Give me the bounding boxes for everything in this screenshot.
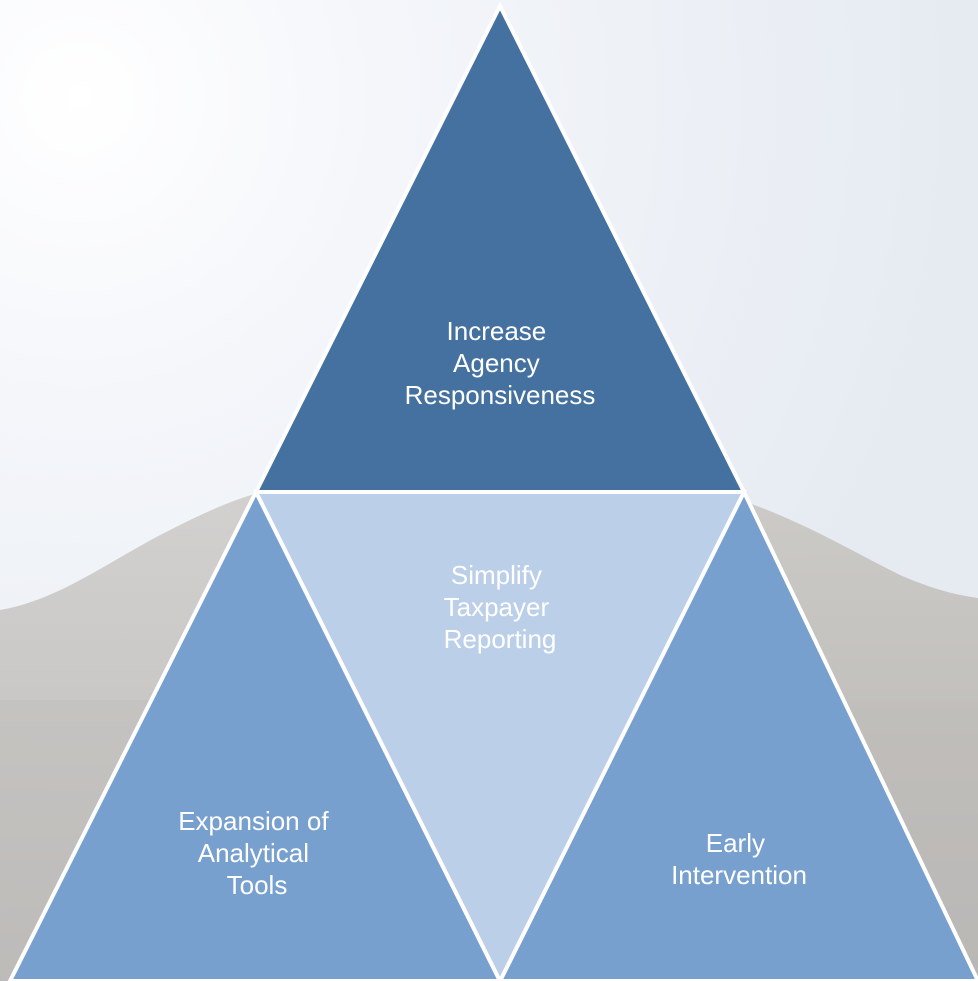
triangle-top-label-line: Agency bbox=[453, 348, 540, 378]
triangle-top-label-line: Responsiveness bbox=[405, 380, 596, 410]
triangle-top-label: Increase Agency Responsiveness bbox=[405, 316, 596, 410]
triangle-left-label-line: Analytical bbox=[198, 838, 309, 868]
triangle-right-label: Early Intervention bbox=[671, 828, 807, 890]
triangle-left-label-line: Expansion of bbox=[178, 806, 329, 836]
triangle-middle bbox=[252, 490, 748, 981]
triangle-top-label-line: Increase bbox=[447, 316, 547, 346]
triangle-right-label-line: Early bbox=[706, 828, 765, 858]
triangle-middle-label-line: Simplify bbox=[451, 560, 542, 590]
triangle-left-label-line: Tools bbox=[227, 870, 288, 900]
triangle-right-label-line: Intervention bbox=[671, 860, 807, 890]
triangle-top bbox=[252, 1, 748, 494]
triangle-middle-label: Simplify Taxpayer Reporting bbox=[444, 560, 557, 654]
triangle-middle-label-line: Reporting bbox=[444, 624, 557, 654]
triangle-left-label: Expansion of Analytical Tools bbox=[178, 806, 336, 900]
triangle-middle-label-line: Taxpayer bbox=[444, 592, 550, 622]
